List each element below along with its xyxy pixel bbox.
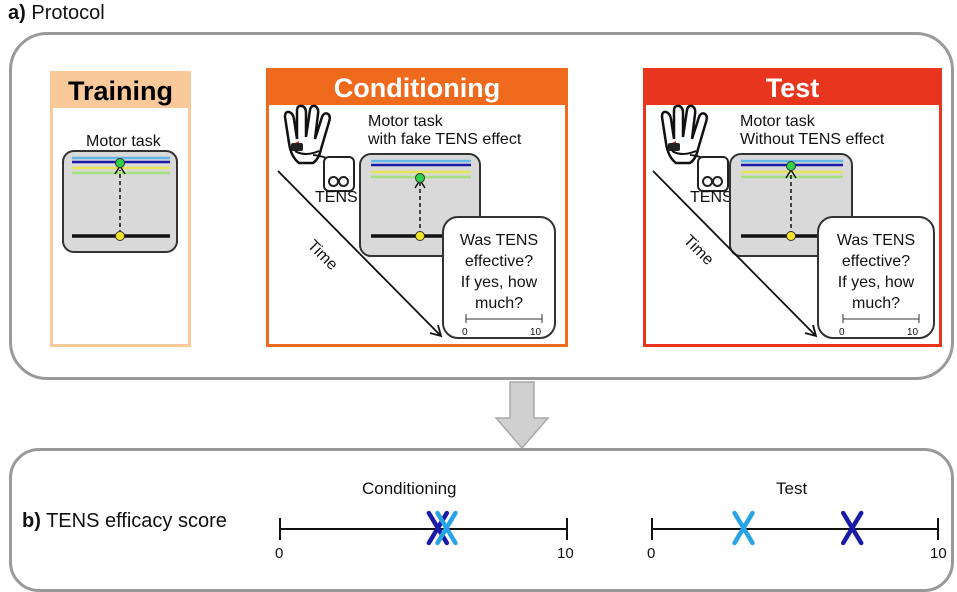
conditioning-task-screen	[359, 153, 481, 257]
conditioning-question-box: Was TENS effective? If yes, how much? 0 …	[442, 216, 556, 339]
conditioning-header: Conditioning	[269, 71, 565, 105]
panel-a-heading: Protocol	[31, 2, 105, 24]
conditioning-score-max: 10	[557, 545, 574, 562]
test-score-mark-light	[732, 510, 755, 546]
test-question-line: effective?	[841, 253, 911, 270]
conditioning-mini-scale-max: 10	[530, 327, 542, 338]
test-question-box: Was TENS effective? If yes, how much? 0 …	[817, 216, 935, 339]
efficacy-panel	[9, 448, 954, 592]
panel-a-label: a)	[8, 2, 26, 24]
test-hand-icon	[652, 103, 732, 198]
test-time-arrow	[652, 170, 818, 338]
training-header: Training	[52, 74, 189, 108]
test-question-line: If yes, how	[837, 274, 915, 291]
test-score-min: 0	[647, 545, 656, 562]
conditioning-time-arrow	[277, 170, 443, 338]
test-device-label: TENS	[690, 189, 733, 206]
conditioning-score-mark-dark	[426, 510, 450, 546]
protocol-panel	[9, 32, 954, 380]
conditioning-task-line2: with fake TENS effect	[368, 131, 522, 148]
conditioning-tens-device	[323, 156, 355, 192]
panel-b-heading: TENS efficacy score	[46, 510, 227, 532]
training-task-graphic	[72, 156, 170, 241]
conditioning-question-line: If yes, how	[460, 274, 538, 291]
test-mini-scale-min: 0	[839, 327, 845, 338]
conditioning-score-title: Conditioning	[362, 479, 457, 498]
conditioning-mini-scale-min: 0	[462, 327, 468, 338]
test-score-title: Test	[776, 479, 808, 498]
test-mini-scale	[842, 314, 920, 323]
conditioning-score-scale	[279, 510, 568, 546]
training-task-label: Motor task	[86, 133, 161, 150]
test-question-line: much?	[851, 295, 901, 312]
conditioning-task-line1: Motor task	[368, 113, 443, 130]
conditioning-question-line: much?	[474, 295, 524, 312]
test-header: Test	[646, 71, 939, 105]
test-tens-device	[697, 156, 729, 192]
conditioning-hand-icon	[275, 103, 355, 198]
test-score-mark-dark	[840, 510, 864, 546]
conditioning-question-line: Was TENS	[459, 232, 539, 249]
test-question-line: Was TENS	[836, 232, 916, 249]
panel-b-title: b) TENS efficacy score	[22, 510, 227, 533]
conditioning-mini-scale	[465, 314, 543, 323]
panel-a-title: a) Protocol	[8, 2, 105, 25]
test-score-max: 10	[930, 545, 947, 562]
conditioning-question-line: effective?	[464, 253, 534, 270]
down-arrow	[494, 381, 550, 450]
test-task-line1: Motor task	[740, 113, 815, 130]
conditioning-score-min: 0	[275, 545, 284, 562]
panel-b-label: b)	[22, 510, 41, 532]
test-mini-scale-max: 10	[907, 327, 919, 338]
test-score-scale	[651, 510, 939, 546]
test-task-line2: Without TENS effect	[740, 131, 885, 148]
conditioning-device-label: TENS	[315, 189, 358, 206]
conditioning-score-mark-light	[435, 510, 458, 546]
training-task-screen	[62, 150, 178, 253]
